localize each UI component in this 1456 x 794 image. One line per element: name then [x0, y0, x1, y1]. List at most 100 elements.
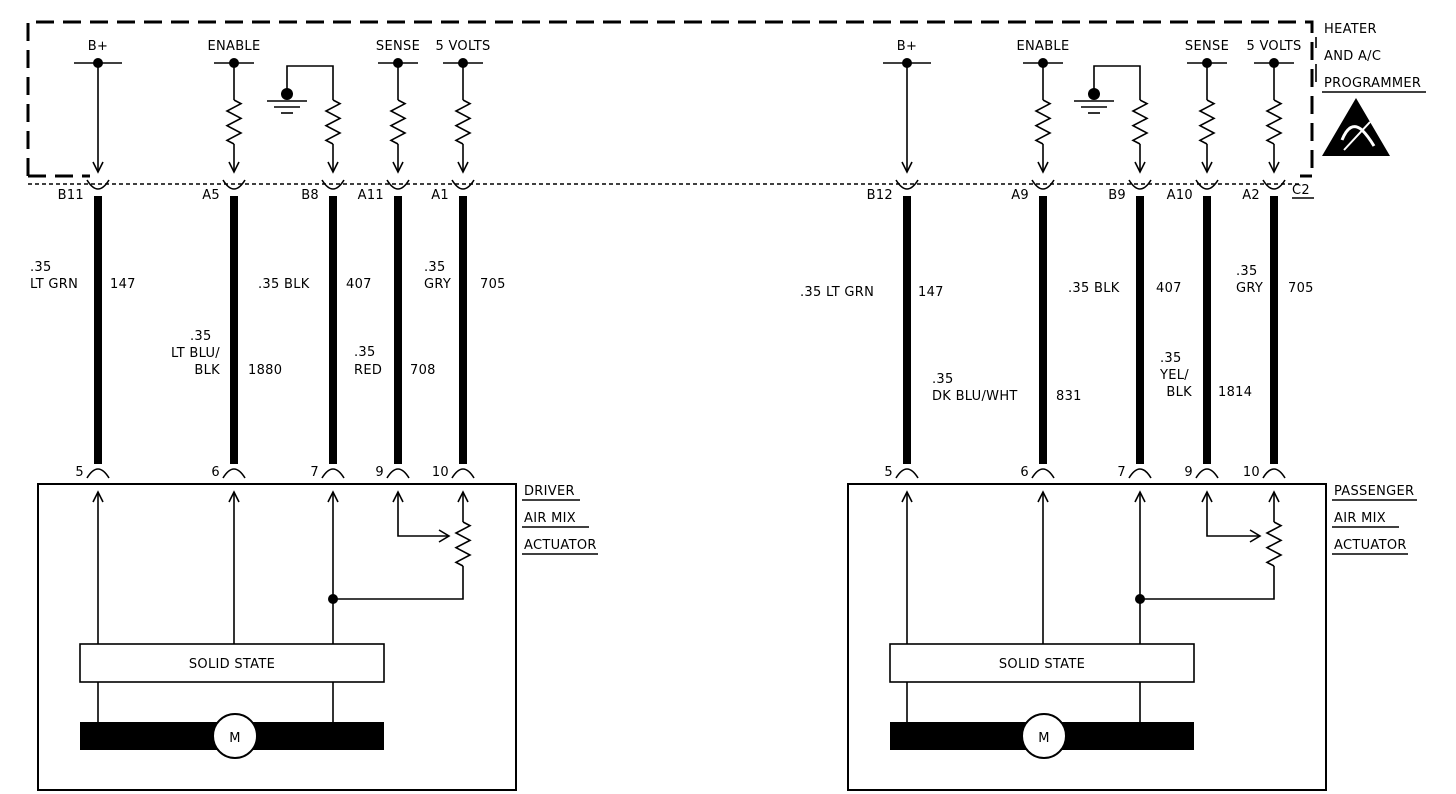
cavity-label-passenger-3: A10 [1167, 188, 1193, 203]
pin-func-label-passenger-1: ENABLE [1016, 39, 1069, 54]
pin-func-label-driver-1: ENABLE [207, 39, 260, 54]
wire-circuit-driver-4: 705 [480, 277, 506, 292]
actuator-terminal-label-passenger-1: 6 [1020, 465, 1029, 480]
actuator-terminal-driver-2 [321, 468, 345, 479]
cavity-label-passenger-0: B12 [867, 188, 893, 203]
resistor-driver-3 [389, 99, 407, 145]
actuator-label-passenger-2: ACTUATOR [1334, 538, 1407, 553]
wire-gauge-driver-3: .35 [354, 345, 376, 360]
actuator-terminal-driver-1 [222, 468, 246, 479]
wire-color-passenger-3: YEL/ [1159, 368, 1189, 383]
pin-func-label-passenger-0: B+ [897, 39, 917, 54]
solid-state-box-passenger [889, 643, 1195, 683]
wire-gauge-color-passenger-0: .35 LT GRN [800, 285, 874, 300]
pin-arrow-driver-1 [228, 161, 240, 174]
wire-gauge-passenger-1: .35 [932, 372, 954, 387]
cavity-label-passenger-1: A9 [1011, 188, 1029, 203]
wire-color-driver-3: RED [354, 363, 382, 378]
wire-circuit-passenger-1: 831 [1056, 389, 1082, 404]
cavity-passenger-4 [1262, 179, 1286, 190]
actuator-terminal-label-driver-4: 10 [432, 465, 449, 480]
pin-arrow-passenger-3 [1201, 161, 1213, 174]
wire-circuit-driver-3: 708 [410, 363, 436, 378]
ground-arrow-passenger [1134, 161, 1146, 174]
wire-color-driver-4: GRY [424, 277, 451, 292]
actuator-label-driver-2: ACTUATOR [524, 538, 597, 553]
solid-state-label-driver: SOLID STATE [189, 657, 275, 672]
pot-junction-passenger [1135, 594, 1145, 604]
resistor-driver-4 [454, 99, 472, 145]
actuator-terminal-passenger-1 [1031, 468, 1055, 479]
ground-link-driver [286, 65, 334, 100]
ground-resistor-driver [324, 99, 342, 145]
actuator-terminal-passenger-3 [1195, 468, 1219, 479]
actuator-terminal-passenger-2 [1128, 468, 1152, 479]
resistor-passenger-1 [1034, 99, 1052, 145]
cavity-driver-1 [222, 179, 246, 190]
cavity-driver-3 [386, 179, 410, 190]
wire-gauge-passenger-4: .35 [1236, 264, 1258, 279]
wire-circuit-driver-0: 147 [110, 277, 136, 292]
pin-func-label-driver-4: 5 VOLTS [435, 39, 490, 54]
cavity-label-driver-2: B8 [301, 188, 319, 203]
wiper-arrow-driver [438, 529, 451, 543]
wire-circuit-passenger-3: 1814 [1218, 385, 1252, 400]
motor-icon-driver [212, 713, 258, 759]
pot-top-arrow-passenger [1268, 490, 1280, 503]
cavity-label-driver-3: A11 [358, 188, 384, 203]
cavity-label-driver-4: A1 [431, 188, 449, 203]
bplus-arrow-driver [92, 161, 104, 174]
actuator-terminal-label-driver-2: 7 [310, 465, 319, 480]
motor-label-passenger: M [1038, 731, 1050, 746]
cavity-label-driver-1: A5 [202, 188, 220, 203]
wire-color-2-passenger-3: BLK [1166, 385, 1192, 400]
pin-arrow-passenger-4 [1268, 161, 1280, 174]
pot-bottom-lead-driver [333, 566, 464, 600]
actuator-label-driver-0: DRIVER [524, 484, 575, 499]
pot-bottom-lead-passenger [1140, 566, 1275, 600]
actuator-internal-arrow-driver-2 [327, 490, 339, 503]
ground-arrow-driver [327, 161, 339, 174]
ground-resistor-passenger [1131, 99, 1149, 145]
actuator-terminal-label-passenger-3: 9 [1184, 465, 1193, 480]
connector-label: C2 [1292, 183, 1310, 198]
cavity-driver-4 [451, 179, 475, 190]
wire-color-driver-0: LT GRN [30, 277, 78, 292]
motor-label-driver: M [229, 731, 241, 746]
cavity-passenger-3 [1195, 179, 1219, 190]
bplus-arrow-passenger [901, 161, 913, 174]
wire-color-2-driver-1: BLK [194, 363, 220, 378]
actuator-internal-arrow-passenger-2 [1134, 490, 1146, 503]
pin-arrow-driver-3 [392, 161, 404, 174]
wire-circuit-passenger-0: 147 [918, 285, 944, 300]
actuator-terminal-passenger-4 [1262, 468, 1286, 479]
wire-color-driver-1: LT BLU/ [171, 346, 220, 361]
motor-icon-passenger [1021, 713, 1067, 759]
wiper-arrow-passenger [1249, 529, 1262, 543]
actuator-box-driver [37, 483, 517, 791]
wiper-lead-driver [397, 492, 449, 537]
actuator-internal-arrow-driver-1 [228, 490, 240, 503]
pot-junction-driver [328, 594, 338, 604]
actuator-internal-arrow-passenger-0 [901, 490, 913, 503]
actuator-label-driver-1: AIR MIX [524, 511, 576, 526]
programmer-title: HEATER AND A/C PROGRAMMER [1315, 22, 1426, 93]
programmer-title-line-2: AND A/C [1324, 49, 1381, 64]
resistor-driver-1 [225, 99, 243, 145]
cavity-label-driver-0: B11 [58, 188, 84, 203]
actuator-label-passenger-0: PASSENGER [1334, 484, 1414, 499]
wiper-lead-passenger [1206, 492, 1260, 537]
resistor-passenger-4 [1265, 99, 1283, 145]
wire-gauge-driver-4: .35 [424, 260, 446, 275]
pin-arrow-passenger-1 [1037, 161, 1049, 174]
wire-gauge-driver-0: .35 [30, 260, 52, 275]
pin-func-label-driver-0: B+ [88, 39, 108, 54]
wire-gauge-color-driver-2: .35 BLK [258, 277, 310, 292]
programmer-title-line-1: HEATER [1324, 22, 1377, 37]
actuator-terminal-label-driver-1: 6 [211, 465, 220, 480]
cavity-passenger-1 [1031, 179, 1055, 190]
pot-top-arrow-driver [457, 490, 469, 503]
